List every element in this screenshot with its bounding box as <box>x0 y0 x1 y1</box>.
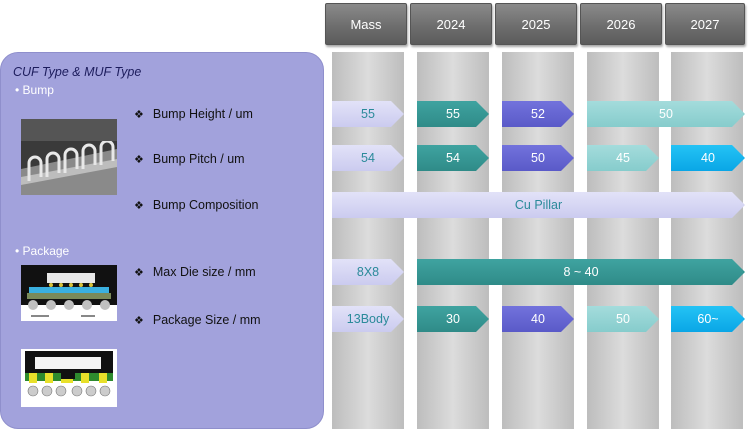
row-label-text: Max Die size / mm <box>152 265 256 279</box>
column-header-2026: 2026 <box>580 3 662 45</box>
column-header-label: 2025 <box>521 16 551 32</box>
diamond-bullet-icon: ❖ <box>134 199 144 212</box>
row-label-bump-height: ❖ Bump Height / um <box>134 107 253 121</box>
diamond-bullet-icon: ❖ <box>134 108 144 121</box>
column-header-label: 2026 <box>606 16 636 32</box>
panel-title: CUF Type & MUF Type <box>13 65 142 79</box>
bump-pitch-mass-arrow: 54 <box>332 145 404 171</box>
column-header-mass: Mass <box>325 3 407 45</box>
bump-height-mass-arrow: 55 <box>332 101 404 127</box>
column-header-label: 2027 <box>690 16 720 32</box>
bump-sem-image <box>21 119 117 195</box>
diamond-bullet-icon: ❖ <box>134 266 144 279</box>
package-layout-image <box>21 349 117 407</box>
package-size-mass-arrow: 13Body <box>332 306 404 332</box>
column-header-label: Mass <box>350 16 382 32</box>
bump-pitch-2024-arrow: 54 <box>417 145 489 171</box>
section-label-bump: • Bump <box>15 83 54 97</box>
column-header-2027: 2027 <box>665 3 745 45</box>
bump-pitch-2027-arrow: 40 <box>671 145 745 171</box>
row-label-max-die-size: ❖ Max Die size / mm <box>134 265 256 279</box>
bump-pitch-2026-arrow: 45 <box>587 145 659 171</box>
diamond-bullet-icon: ❖ <box>134 153 144 166</box>
package-size-2027-arrow: 60~ <box>671 306 745 332</box>
diamond-bullet-icon: ❖ <box>134 314 144 327</box>
column-header-label: 2024 <box>436 16 466 32</box>
row-label-text: Bump Pitch / um <box>152 152 245 166</box>
row-label-package-size: ❖ Package Size / mm <box>134 313 261 327</box>
column-header-2024: 2024 <box>410 3 492 45</box>
section-label-package: • Package <box>15 244 70 258</box>
package-size-2025-arrow: 40 <box>502 306 574 332</box>
max-die-size-2024-2027-arrow: 8 ~ 40 <box>417 259 745 285</box>
package-size-2024-arrow: 30 <box>417 306 489 332</box>
bump-height-2024-arrow: 55 <box>417 101 489 127</box>
row-label-text: Bump Height / um <box>152 107 253 121</box>
bump-height-2026-2027-arrow: 50 <box>587 101 745 127</box>
row-label-bump-pitch: ❖ Bump Pitch / um <box>134 152 245 166</box>
spec-panel: CUF Type & MUF Type • Bump • Package <box>0 52 324 429</box>
bump-height-2025-arrow: 52 <box>502 101 574 127</box>
bump-pitch-2025-arrow: 50 <box>502 145 574 171</box>
column-header-2025: 2025 <box>495 3 577 45</box>
package-cross-section-image <box>21 265 117 321</box>
row-label-text: Package Size / mm <box>152 313 261 327</box>
bump-composition-arrow: Cu Pillar <box>332 192 745 218</box>
package-size-2026-arrow: 50 <box>587 306 659 332</box>
row-label-bump-composition: ❖ Bump Composition <box>134 198 258 212</box>
row-label-text: Bump Composition <box>152 198 259 212</box>
max-die-size-mass-arrow: 8X8 <box>332 259 404 285</box>
